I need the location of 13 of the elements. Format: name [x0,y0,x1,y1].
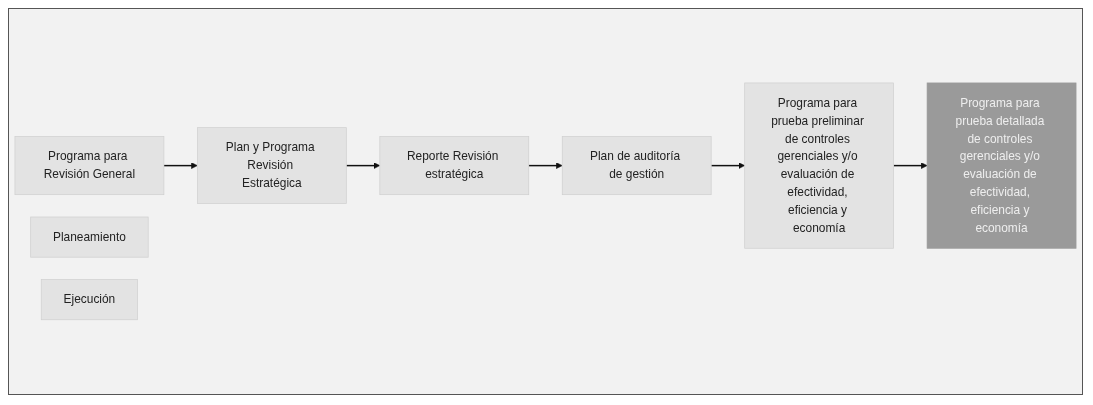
arrow [710,162,745,170]
node-box: Programa para prueba preliminar de controles gerenciales y/o evaluación de efectividad, eficiencia y economía [744,82,894,249]
arrow [528,162,563,170]
node-box: Plan y Programa Revisión Estratégica [197,127,347,205]
node-box: Programa para Revisión General [14,136,165,196]
node-box: Plan de auditoría de gestión [561,136,712,196]
arrow [892,162,928,170]
node-box: Ejecución [40,279,138,321]
node-box: Programa para prueba detallada de controles gerenciales y/o evaluación de efectividad, eficiencia y economía [926,82,1077,249]
node-box: Reporte Revisión estratégica [379,136,530,196]
arrow [345,162,381,170]
arrow [163,162,198,170]
node-box: Planeamiento [30,216,149,258]
